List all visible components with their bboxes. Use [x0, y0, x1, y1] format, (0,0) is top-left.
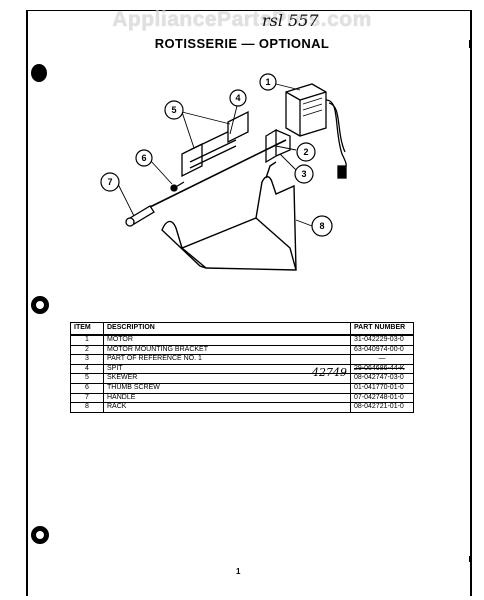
page-frame — [26, 10, 472, 596]
skewer-illustration — [181, 110, 249, 178]
callout-label: 4 — [235, 93, 240, 103]
col-header-part-number: PART NUMBER — [350, 322, 414, 336]
item-number: 8 — [70, 402, 104, 413]
handwritten-model-number: rsl 557 — [262, 11, 319, 30]
table-row: 8 RACK 08-042721-01-0 — [70, 402, 414, 413]
callout-circles — [100, 73, 333, 237]
item-number: 5 — [70, 373, 104, 384]
item-description: RACK — [103, 402, 351, 413]
table-header-row: ITEM DESCRIPTION PART NUMBER — [70, 322, 414, 336]
callout-label: 8 — [319, 221, 324, 231]
item-number: 7 — [70, 392, 104, 404]
handwritten-part-note: 42749 — [312, 366, 347, 379]
item-part-number: 63-040974-00-0 — [350, 344, 414, 356]
item-part-number: 01-041770-01-0 — [350, 382, 414, 394]
callout-label: 3 — [301, 169, 306, 179]
binder-hole-bottom — [31, 526, 49, 544]
item-description: MOTOR — [103, 334, 351, 346]
item-number: 4 — [70, 363, 104, 375]
table-row: 5 SKEWER 08-042747-03-0 — [70, 373, 414, 384]
item-part-number: 07-042748-01-0 — [350, 392, 414, 404]
item-part-number: — — [350, 354, 414, 365]
item-number: 3 — [70, 354, 104, 365]
edge-mark-top — [469, 40, 472, 48]
item-number: 2 — [70, 344, 104, 356]
motor-illustration — [285, 83, 347, 179]
item-description: HANDLE — [103, 392, 351, 404]
table-row: 6 THUMB SCREW 01-041770-01-0 — [70, 382, 414, 394]
table-row: 4 SPIT 29-064686-44-K — [70, 363, 414, 375]
col-header-item: ITEM — [70, 322, 104, 336]
item-part-number: 08-042721-01-0 — [350, 402, 414, 413]
parts-table: ITEM DESCRIPTION PART NUMBER 1 MOTOR 31-… — [70, 322, 414, 413]
item-number: 6 — [70, 382, 104, 394]
callout-label: 7 — [107, 177, 112, 187]
table-row: 3 PART OF REFERENCE NO. 1 — — [70, 354, 414, 365]
callout-label: 1 — [265, 77, 270, 87]
edge-mark-low — [469, 556, 472, 562]
page-title: ROTISSERIE — OPTIONAL — [154, 36, 330, 51]
table-row: 7 HANDLE 07-042748-01-0 — [70, 392, 414, 404]
leader-lines — [117, 83, 313, 227]
thumb-screw-illustration — [170, 181, 185, 192]
callout-label: 5 — [171, 105, 176, 115]
handle-illustration — [125, 205, 155, 227]
item-part-number-struck: 29-064686-44-K — [350, 363, 414, 375]
spit-illustration — [147, 139, 287, 209]
binder-hole-middle — [31, 296, 49, 314]
motor-bracket-illustration — [265, 128, 291, 164]
item-description: THUMB SCREW — [103, 382, 351, 394]
table-row: 2 MOTOR MOUNTING BRACKET 63-040974-00-0 — [70, 344, 414, 356]
rack-illustration — [161, 161, 297, 271]
col-header-description: DESCRIPTION — [103, 322, 351, 336]
item-number: 1 — [70, 334, 104, 346]
item-description: PART OF REFERENCE NO. 1 — [103, 354, 351, 365]
callout-label: 2 — [303, 147, 308, 157]
binder-hole-top — [31, 64, 47, 82]
table-row: 1 MOTOR 31-042229-03-0 — [70, 334, 414, 346]
watermark: AppliancePartsPros.com — [112, 8, 372, 31]
item-description: MOTOR MOUNTING BRACKET — [103, 344, 351, 356]
page-number: 1 — [236, 567, 241, 576]
item-part-number: 31-042229-03-0 — [350, 334, 414, 346]
item-part-number: 08-042747-03-0 — [350, 373, 414, 384]
callout-label: 6 — [141, 153, 146, 163]
rotisserie-exploded-diagram: 1 2 3 4 5 6 7 8 — [100, 73, 347, 271]
